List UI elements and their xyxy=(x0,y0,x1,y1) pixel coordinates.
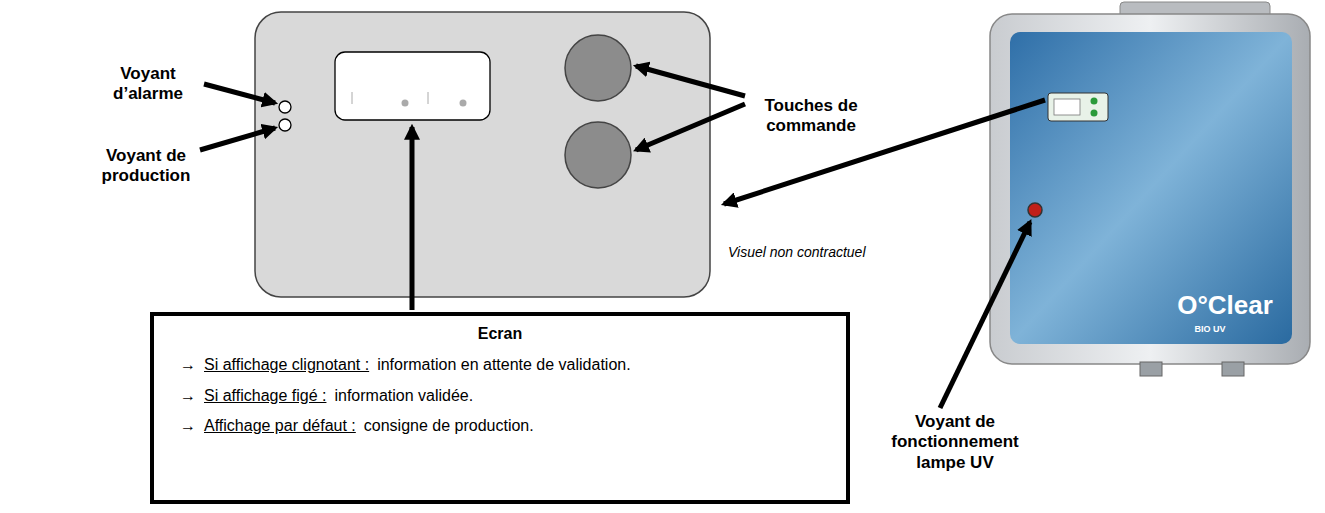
command-button xyxy=(565,35,631,101)
brand-logo: BIO UV xyxy=(1180,324,1240,335)
brand-logo: O°Clear xyxy=(1165,290,1285,321)
condition: Si affichage clignotant : xyxy=(204,355,369,376)
bullet-arrow: → xyxy=(180,386,196,407)
alarm-led xyxy=(279,101,291,113)
bullet-arrow: → xyxy=(180,355,196,376)
production-led xyxy=(279,119,291,131)
description: information validée. xyxy=(334,386,473,407)
command-button xyxy=(565,122,631,188)
condition: Si affichage figé : xyxy=(204,386,326,407)
box-title: Ecran xyxy=(478,325,522,342)
uv-led-label: Voyant de fonctionnement lampe UV xyxy=(880,412,1030,473)
button-label: Touches de commande xyxy=(748,96,874,137)
description: information en attente de validation. xyxy=(377,355,631,376)
led-label: Voyant de production xyxy=(90,146,202,187)
control-panel xyxy=(255,12,710,297)
info-box: Ecran → Si affichage clignotant : informati… xyxy=(150,312,850,504)
screen xyxy=(335,52,490,120)
device-illustration xyxy=(990,2,1310,376)
description: consigne de production. xyxy=(364,416,534,437)
led-label: Voyant d’alarme xyxy=(100,64,196,105)
bullet-arrow: → xyxy=(180,416,196,437)
condition: Affichage par défaut : xyxy=(204,416,356,437)
note: Visuel non contractuel xyxy=(728,244,928,261)
leader-arrows xyxy=(200,66,1045,408)
